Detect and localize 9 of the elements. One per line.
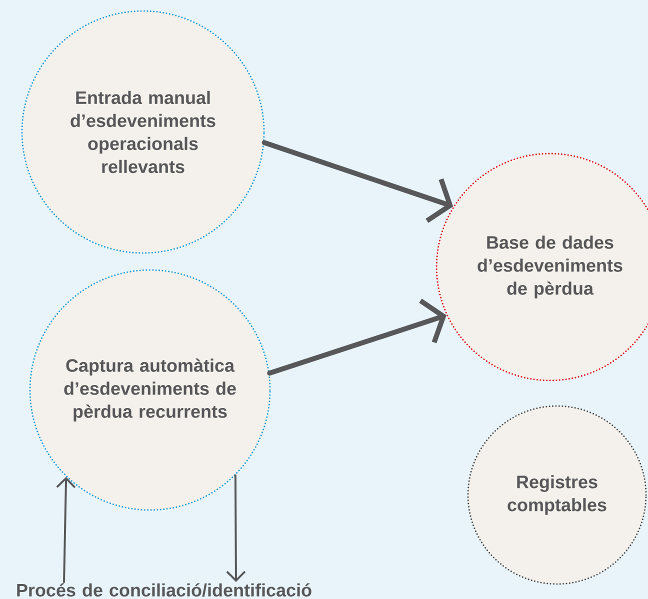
circle-node: Base de dades d’esdeveniments de pèrdua [436,152,648,382]
arrow [56,476,76,584]
circle-node: Captura automàtica d’esdeveniments de pèrdua recurrents [29,269,271,511]
arrow [267,298,446,376]
arrow [226,474,246,582]
circle-node: Entrada manual d’esdeveniments operacionals rellevants [21,10,265,254]
caption-text: Procés de conciliació/identificació [17,583,312,597]
arrow [262,140,454,223]
circle-node: Registres comptables [467,405,647,585]
